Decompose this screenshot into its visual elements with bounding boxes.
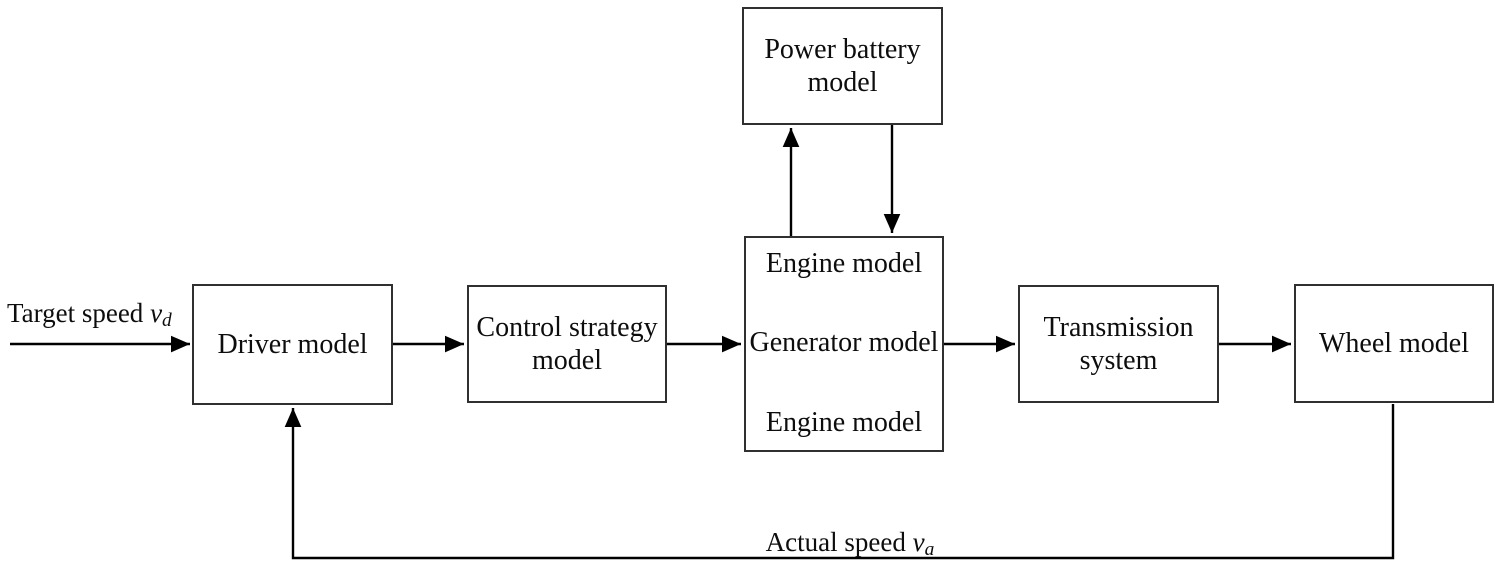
engine-generator-model-box: Engine model Generator model Engine mode… bbox=[744, 236, 944, 452]
target-speed-annotation: Target speed vd bbox=[7, 298, 172, 332]
actual-speed-annotation: Actual speed va bbox=[700, 527, 1000, 561]
actual-speed-subscript: a bbox=[924, 539, 935, 561]
engine-model-bottom-label: Engine model bbox=[765, 406, 923, 438]
target-speed-variable: v bbox=[150, 298, 163, 328]
target-speed-subscript: d bbox=[162, 310, 172, 332]
target-speed-text: Target speed bbox=[7, 298, 144, 328]
power-battery-model-box: Power battery model bbox=[742, 7, 943, 125]
control-strategy-model-label: Control strategy model bbox=[476, 311, 658, 376]
driver-model-label: Driver model bbox=[217, 328, 368, 360]
wheel-model-box: Wheel model bbox=[1294, 284, 1494, 403]
actual-speed-text: Actual speed bbox=[765, 527, 906, 557]
generator-model-label: Generator model bbox=[749, 327, 939, 359]
driver-model-box: Driver model bbox=[192, 284, 393, 405]
transmission-system-label: Transmission system bbox=[1043, 311, 1194, 376]
transmission-system-box: Transmission system bbox=[1018, 285, 1219, 403]
control-strategy-model-box: Control strategy model bbox=[467, 285, 667, 403]
engine-model-top-label: Engine model bbox=[765, 248, 923, 279]
power-battery-model-label: Power battery model bbox=[764, 33, 921, 98]
wheel-model-label: Wheel model bbox=[1318, 327, 1470, 359]
actual-speed-variable: v bbox=[912, 527, 925, 557]
